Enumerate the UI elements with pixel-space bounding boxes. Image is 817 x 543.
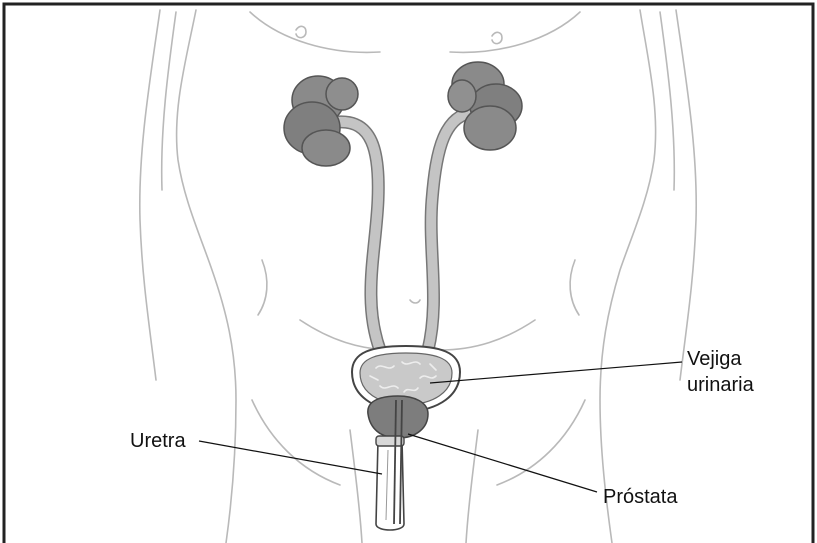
label-urethra: Uretra <box>130 428 186 454</box>
prostate <box>368 396 428 438</box>
body-outline <box>140 10 696 543</box>
leader-line-bladder <box>430 362 682 383</box>
ureters <box>338 112 478 350</box>
label-prostate: Próstata <box>603 484 677 510</box>
right-kidney <box>448 62 522 150</box>
diagram-frame <box>4 4 813 543</box>
label-bladder-line1: Vejiga <box>687 346 797 372</box>
label-urinary-bladder: Vejiga urinaria <box>687 346 797 398</box>
label-bladder-line2: urinaria <box>687 372 797 398</box>
leader-line-urethra <box>199 441 382 474</box>
